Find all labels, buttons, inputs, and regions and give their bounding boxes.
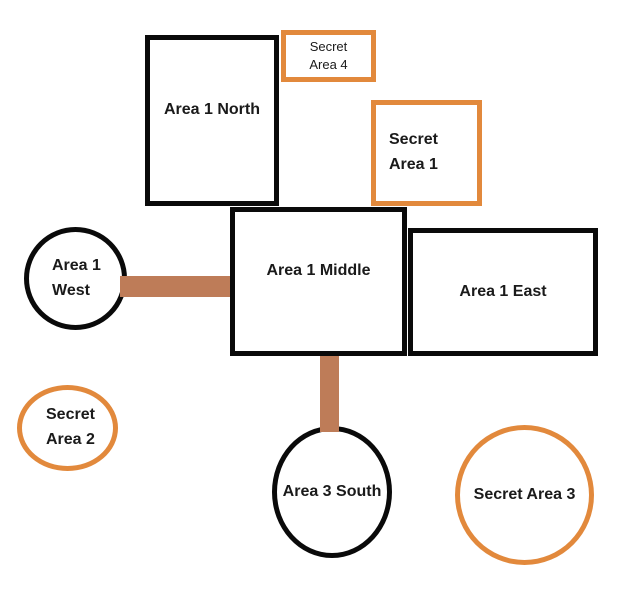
area-1-east-box: Area 1 East	[408, 228, 598, 356]
secret-area-3-label: Secret Area 3	[473, 485, 576, 503]
secret-area-4-box: Secret Area 4	[281, 30, 376, 82]
connector-middle-to-south	[320, 352, 339, 432]
area-3-south-circle: Area 3 South	[272, 426, 392, 558]
area-1-east-label: Area 1 East	[459, 282, 547, 300]
area-1-north-label: Area 1 North	[163, 101, 261, 119]
area-3-south-label: Area 3 South	[282, 482, 382, 500]
secret-area-4-label: Secret Area 4	[309, 38, 348, 72]
area-1-middle-label: Area 1 Middle	[266, 262, 371, 280]
secret-area-1-box: Secret Area 1	[371, 100, 482, 206]
secret-area-3-circle: Secret Area 3	[455, 425, 594, 565]
secret-area-2-circle: Secret Area 2	[17, 385, 118, 471]
area-1-middle-box: Area 1 Middle	[230, 207, 407, 356]
area-1-north-box: Area 1 North	[145, 35, 279, 206]
secret-area-1-label: Secret Area 1	[389, 131, 438, 173]
area-1-west-label: Area 1 West	[52, 256, 101, 299]
secret-area-2-label: Secret Area 2	[46, 406, 95, 448]
area-1-west-circle: Area 1 West	[24, 227, 127, 330]
connector-west-to-middle	[120, 276, 234, 297]
